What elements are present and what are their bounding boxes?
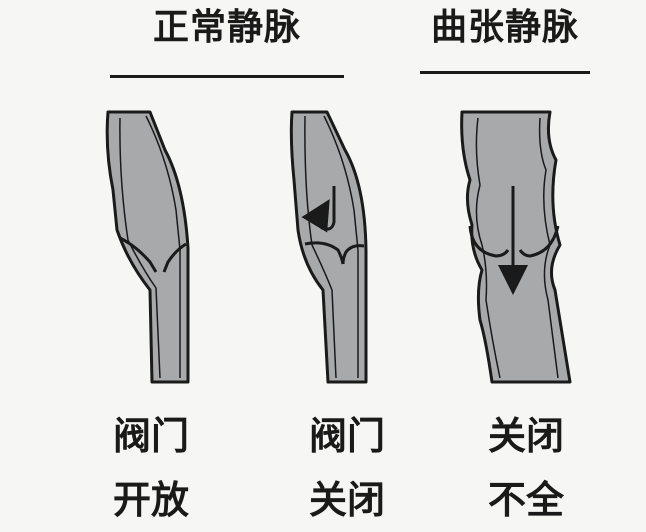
vein-1-inner-wall-right [145,115,181,378]
vein-1-body [105,110,190,384]
caption-line-1: 阀门 [112,414,189,458]
vein-3-valve-right-leaflet [518,225,560,258]
caption-line-2: 开放 [112,478,189,522]
vein-1-inner-wall-left [119,117,161,379]
vein-1-valve-right-leaflet [162,242,187,273]
curved-arrow-icon [301,186,336,233]
normal-vein-heading: 正常静脉 [152,7,301,48]
vein-3-inner-wall-right [538,117,559,379]
caption-line-1: 阀门 [308,414,385,458]
normal-vein-valve-closed [289,110,368,384]
caption-varicose-incompetent: 关闭 不全 [466,404,586,532]
normal-vein-valve-open [105,110,190,384]
vein-3-inner-wall-left [475,117,501,379]
caption-line-1: 关闭 [487,414,564,458]
caption-line-2: 关闭 [308,478,385,522]
vein-2-valve-right-leaflet [341,244,365,265]
varicose-vein-heading: 曲张静脉 [430,7,579,48]
normal-vein-underline [110,75,344,78]
caption-normal-valve-closed: 阀门 关闭 [287,404,407,532]
vein-illustrations [105,110,572,384]
caption-normal-valve-open: 阀门 开放 [91,404,211,532]
vein-2-inner-wall-left [304,115,337,379]
vein-2-inner-wall-right [323,115,359,378]
vein-3-valve-left-leaflet [468,225,510,258]
varicose-vein-underline [420,71,590,74]
varicose-vein-valve-incompetent [460,110,572,384]
caption-line-2: 不全 [487,478,564,522]
vein-1-valve-left-leaflet [119,236,158,273]
